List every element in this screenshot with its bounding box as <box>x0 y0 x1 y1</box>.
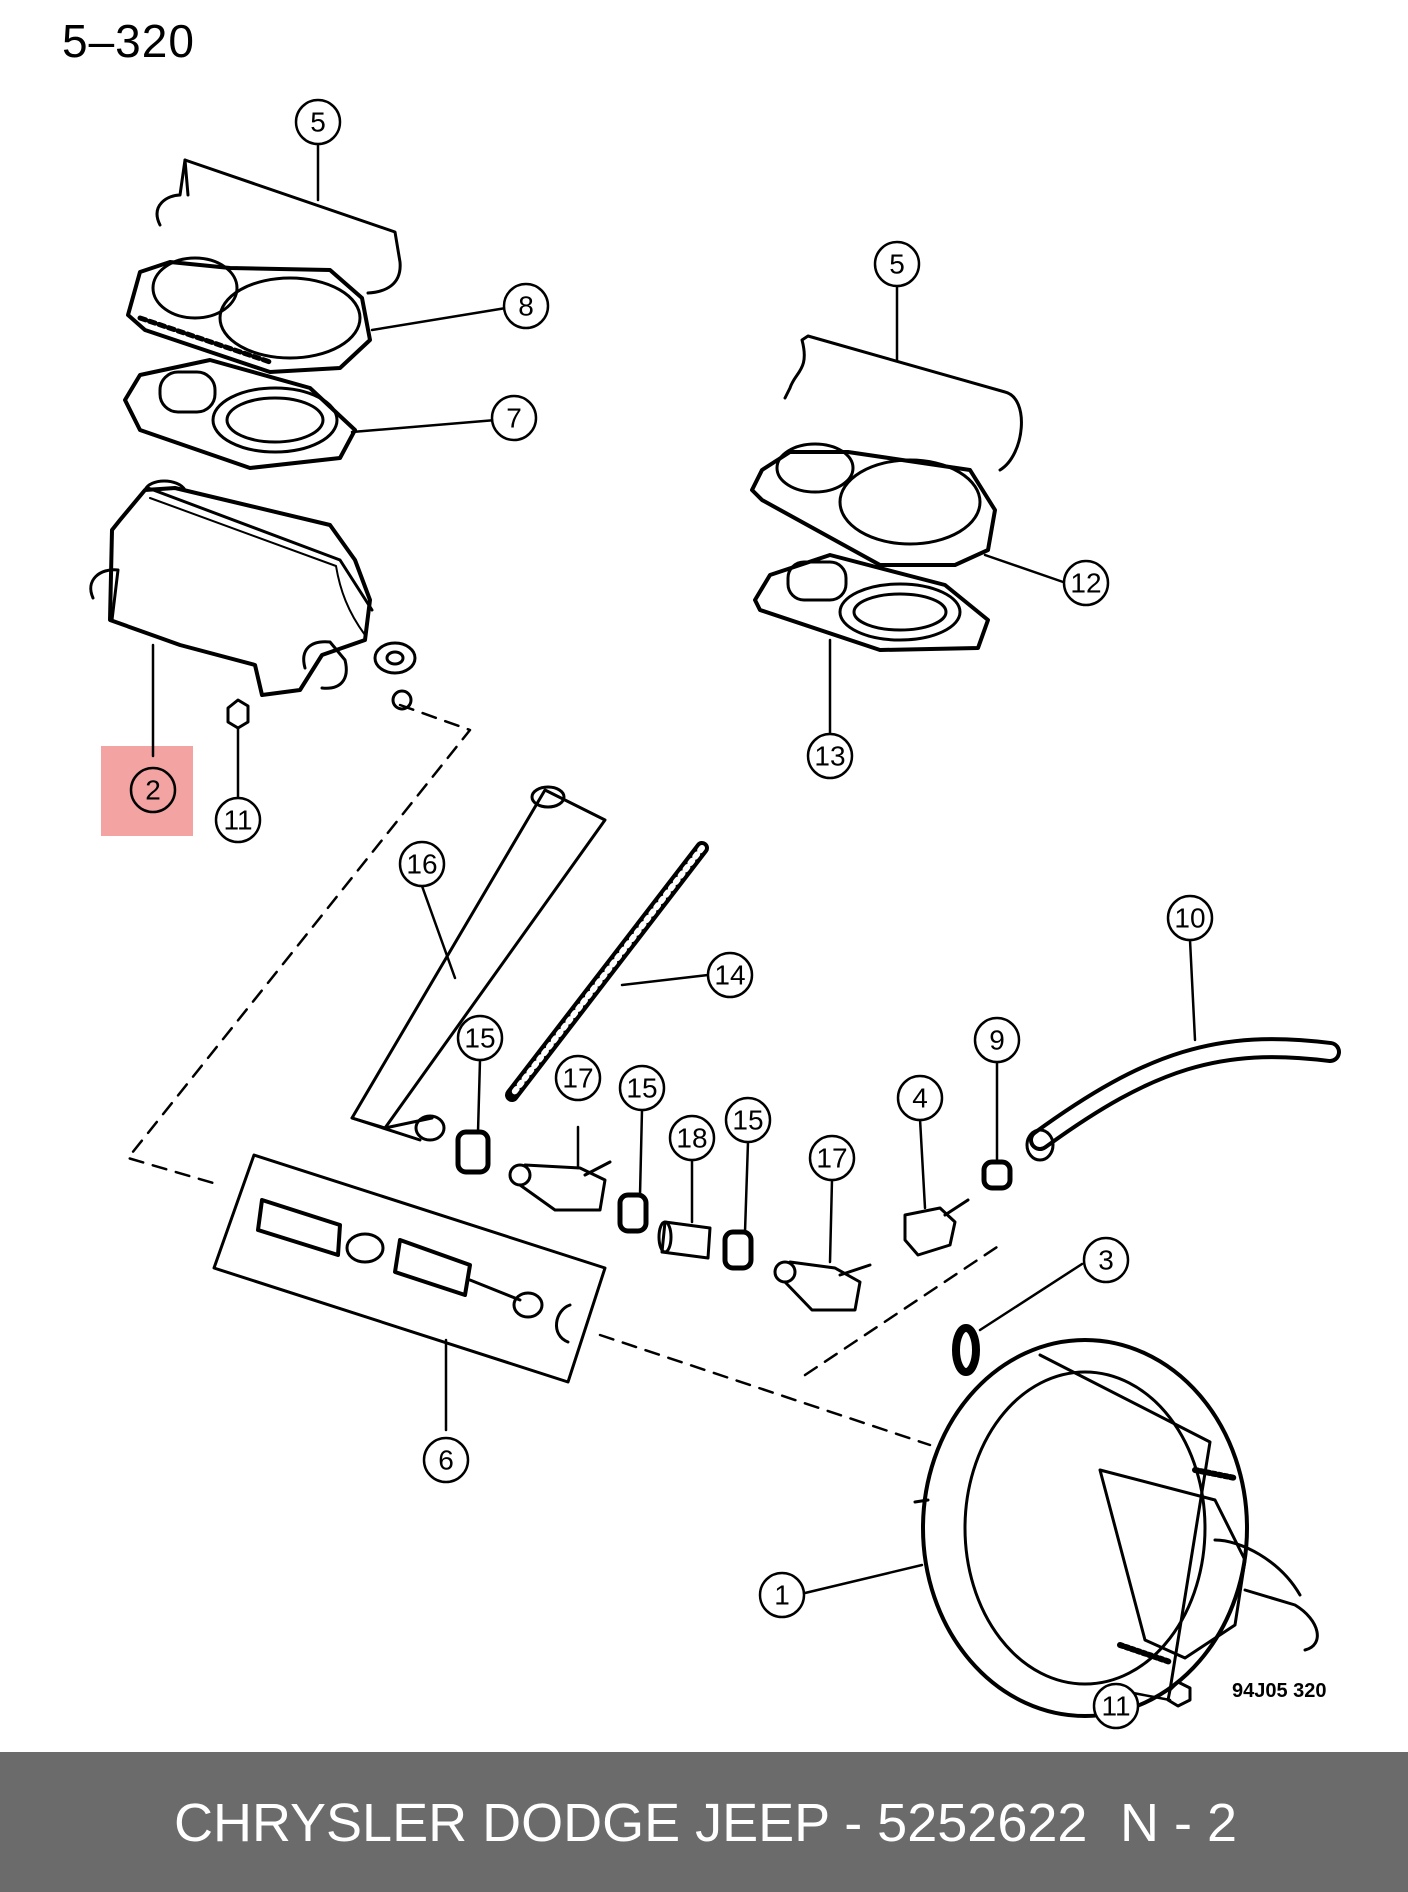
callout-6: 6 <box>422 1436 470 1484</box>
part-7-gasket <box>123 358 357 470</box>
callout-label: 15 <box>732 1105 763 1136</box>
callout-5-upper-left: 5 <box>294 98 342 146</box>
callout-label: 5 <box>310 107 326 138</box>
callout-label: 15 <box>464 1023 495 1054</box>
callout-label: 15 <box>626 1073 657 1104</box>
assembly-dashed-lines <box>126 703 1002 1447</box>
callout-7: 7 <box>490 394 538 442</box>
part-5-bail-wire-right <box>783 334 1023 472</box>
callout-15-a: 15 <box>456 1014 504 1062</box>
callout-label: 3 <box>1098 1245 1114 1276</box>
callout-label: 2 <box>145 775 161 806</box>
callout-12: 12 <box>1062 559 1110 607</box>
callout-17-a: 17 <box>554 1054 602 1102</box>
part-2-master-cylinder <box>89 479 417 711</box>
callout-label: 11 <box>223 805 252 836</box>
part-16-bent-hose <box>350 785 607 1142</box>
callout-label: 8 <box>518 291 534 322</box>
part-5-bail-wire-left <box>155 158 402 295</box>
part-3-grommet <box>952 1324 980 1376</box>
leader-lines <box>151 140 1197 1702</box>
callout-8: 8 <box>502 282 550 330</box>
callout-label: 7 <box>506 403 522 434</box>
callout-14: 14 <box>706 951 754 999</box>
part-9-clamp <box>981 1159 1013 1191</box>
callout-label: 1 <box>774 1580 790 1611</box>
page-number: 5–320 <box>62 15 195 67</box>
callout-17-b: 17 <box>808 1134 856 1182</box>
callout-label: 11 <box>1101 1691 1130 1722</box>
callout-13: 13 <box>806 732 854 780</box>
part-12-reservoir-cover <box>750 442 997 567</box>
callout-15-c: 15 <box>724 1096 772 1144</box>
part-4-elbow-fitting <box>903 1198 970 1257</box>
callout-label: 9 <box>989 1025 1005 1056</box>
part-17-tee-fitting-a <box>508 1160 612 1212</box>
part-15-clamp-b <box>617 1192 649 1234</box>
callout-label: 5 <box>889 249 905 280</box>
callout-label: 10 <box>1174 903 1205 934</box>
callout-18: 18 <box>668 1114 716 1162</box>
part-15-clamp-c <box>722 1229 754 1271</box>
footer-part-title: CHRYSLER DODGE JEEP - 5252622 <box>174 1793 1088 1853</box>
callout-label: 18 <box>676 1123 707 1154</box>
callout-9: 9 <box>973 1016 1021 1064</box>
callout-1: 1 <box>758 1571 806 1619</box>
callout-2: 2 <box>129 766 177 814</box>
callout-label: 16 <box>406 849 437 880</box>
callout-label: 6 <box>438 1445 454 1476</box>
footer-suffix: N - 2 <box>1120 1793 1238 1853</box>
callout-label: 4 <box>912 1083 928 1114</box>
part-10-vacuum-hose <box>1025 1037 1341 1162</box>
footer-bar: CHRYSLER DODGE JEEP - 5252622 N - 2 <box>0 1752 1408 1892</box>
part-1-brake-booster <box>913 1338 1319 1718</box>
part-18-connector-tube <box>657 1220 712 1260</box>
callout-10: 10 <box>1166 894 1214 942</box>
part-13-gasket <box>753 553 990 652</box>
part-17-tee-fitting-b <box>773 1260 872 1312</box>
part-6-seal-kit-box <box>212 1153 607 1384</box>
part-11-nut-upper <box>226 698 250 730</box>
exploded-parts-diagram: 5 8 7 2 11 5 12 13 16 14 10 15 17 15 18 … <box>89 98 1341 1730</box>
callout-label: 12 <box>1070 568 1101 599</box>
drawing-code: 94J05 320 <box>1232 1680 1327 1702</box>
callout-label: 17 <box>816 1143 847 1174</box>
callout-label: 13 <box>814 741 845 772</box>
callout-11-lower: 11 <box>1092 1682 1140 1730</box>
callout-4: 4 <box>896 1074 944 1122</box>
callout-label: 17 <box>562 1063 593 1094</box>
callout-2-highlight <box>101 746 193 836</box>
part-15-clamp-a <box>455 1129 491 1175</box>
callout-16: 16 <box>398 840 446 888</box>
callout-3: 3 <box>1082 1236 1130 1284</box>
callouts: 5 8 7 2 11 5 12 13 16 14 10 15 17 15 18 … <box>129 98 1214 1730</box>
callout-11-upper: 11 <box>214 796 262 844</box>
callout-5-right: 5 <box>873 240 921 288</box>
part-14-braided-hose <box>505 841 709 1102</box>
callout-15-b: 15 <box>618 1064 666 1112</box>
part-8-reservoir-cover <box>126 256 372 374</box>
callout-label: 14 <box>714 960 745 991</box>
